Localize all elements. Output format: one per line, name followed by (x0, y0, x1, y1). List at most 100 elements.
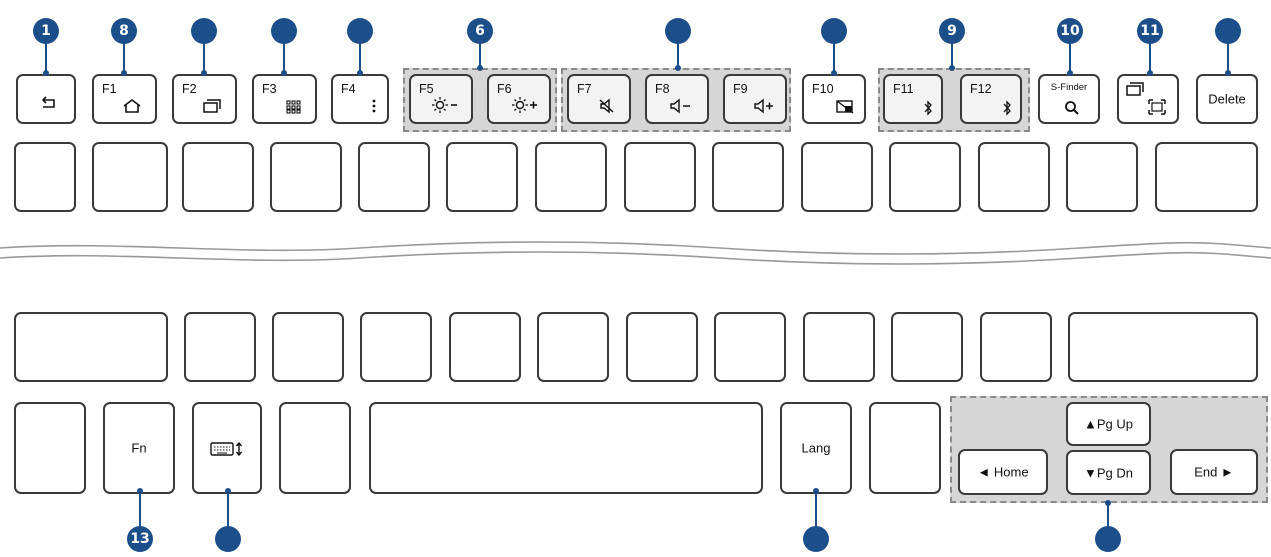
keyboard-key[interactable] (279, 402, 351, 494)
keyboard-key[interactable] (14, 142, 76, 212)
callout-dot (1067, 70, 1073, 76)
keyboard-key[interactable] (978, 142, 1050, 212)
s-finder-label: S-Finder (1050, 82, 1088, 93)
lang-key[interactable]: Lang (780, 402, 852, 494)
keyboard-key[interactable] (803, 312, 875, 382)
callout-marker (347, 18, 373, 44)
callout-9: 9 (939, 18, 965, 44)
keyboard-key[interactable] (446, 142, 518, 212)
space-key[interactable] (369, 402, 763, 494)
home-icon (123, 99, 141, 113)
f2-label: F2 (182, 82, 197, 96)
callout-leader (203, 34, 205, 72)
callout-leader (283, 34, 285, 72)
callout-dot (225, 488, 231, 494)
keyboard-key[interactable] (449, 312, 521, 382)
f12-key[interactable]: F12 (960, 74, 1022, 124)
home-key[interactable]: ◄ Home (958, 449, 1048, 495)
pg-dn-key[interactable]: ▼Pg Dn (1066, 450, 1151, 495)
keyboard-key[interactable] (14, 402, 86, 494)
bluetooth-icon (1003, 100, 1011, 116)
f1-key[interactable]: F1 (92, 74, 157, 124)
bluetooth-icon (924, 100, 932, 116)
keyboard-key[interactable] (889, 142, 961, 212)
keyboard-key[interactable] (270, 142, 342, 212)
callout-leader (45, 34, 47, 72)
f6-key[interactable]: F6 (487, 74, 551, 124)
keyboard-key[interactable] (92, 142, 168, 212)
screenshot-icon (1126, 82, 1166, 115)
callout-leader (227, 492, 229, 532)
callout-dot (675, 65, 681, 71)
callout-marker (191, 18, 217, 44)
f7-label: F7 (577, 82, 592, 96)
keyboard-key[interactable] (801, 142, 873, 212)
callout-marker (215, 526, 241, 552)
callout-leader (139, 492, 141, 532)
keyboard-key[interactable] (184, 312, 256, 382)
s-finder-key[interactable]: S-Finder (1038, 74, 1100, 124)
f8-key[interactable]: F8 (645, 74, 709, 124)
pg-up-key[interactable]: ▲Pg Up (1066, 402, 1151, 446)
f2-key[interactable]: F2 (172, 74, 237, 124)
keyboard-key[interactable] (358, 142, 430, 212)
keyboard-key[interactable] (1066, 142, 1138, 212)
f7-key[interactable]: F7 (567, 74, 631, 124)
keyboard-key[interactable] (714, 312, 786, 382)
end-key[interactable]: End ► (1170, 449, 1258, 495)
keyboard-key[interactable] (869, 402, 941, 494)
f4-key[interactable]: F4 (331, 74, 389, 124)
callout-leader (951, 34, 953, 68)
screenshot-key[interactable] (1117, 74, 1179, 124)
callout-11: 11 (1137, 18, 1163, 44)
keyboard-key[interactable] (624, 142, 696, 212)
mute-icon (599, 98, 614, 114)
keyboard-key[interactable] (14, 312, 168, 382)
back-arrow-icon (41, 96, 55, 108)
callout-marker (271, 18, 297, 44)
keyboard-key[interactable] (626, 312, 698, 382)
f9-key[interactable]: F9 (723, 74, 787, 124)
keyboard-key[interactable] (980, 312, 1052, 382)
end-label: End ► (1194, 464, 1234, 480)
callout-dot (1147, 70, 1153, 76)
callout-8: 8 (111, 18, 137, 44)
fn-key[interactable]: Fn (103, 402, 175, 494)
keyboard-key[interactable] (1068, 312, 1258, 382)
f5-key[interactable]: F5 (409, 74, 473, 124)
keyboard-key[interactable] (1155, 142, 1258, 212)
f6-label: F6 (497, 82, 512, 96)
keyboard-key[interactable] (182, 142, 254, 212)
volume-up-icon (754, 98, 773, 114)
keyboard-key[interactable] (712, 142, 784, 212)
keyboard-toggle-key[interactable] (192, 402, 262, 494)
keyboard-key[interactable] (537, 312, 609, 382)
callout-dot (43, 70, 49, 76)
keyboard-key[interactable] (360, 312, 432, 382)
brightness-up-icon (512, 97, 537, 113)
f5-label: F5 (419, 82, 434, 96)
back-key[interactable] (16, 74, 76, 124)
f10-label: F10 (812, 82, 834, 96)
callout-dot (831, 70, 837, 76)
fn-label: Fn (131, 440, 147, 456)
callout-marker (1095, 526, 1121, 552)
callout-dot (137, 488, 143, 494)
f11-key[interactable]: F11 (883, 74, 943, 124)
callout-dot (813, 488, 819, 494)
keyboard-key[interactable] (891, 312, 963, 382)
callout-dot (477, 65, 483, 71)
f11-label: F11 (893, 82, 914, 96)
f3-key[interactable]: F3 (252, 74, 317, 124)
keyboard-key[interactable] (535, 142, 607, 212)
callout-marker (803, 526, 829, 552)
callout-dot (949, 65, 955, 71)
f10-key[interactable]: F10 (802, 74, 866, 124)
callout-marker (821, 18, 847, 44)
delete-key[interactable]: Delete (1196, 74, 1258, 124)
pg-up-label: ▲Pg Up (1084, 416, 1133, 432)
keyboard-key[interactable] (272, 312, 344, 382)
callout-13: 13 (127, 526, 153, 552)
callout-leader (1149, 34, 1151, 72)
callout-dot (357, 70, 363, 76)
